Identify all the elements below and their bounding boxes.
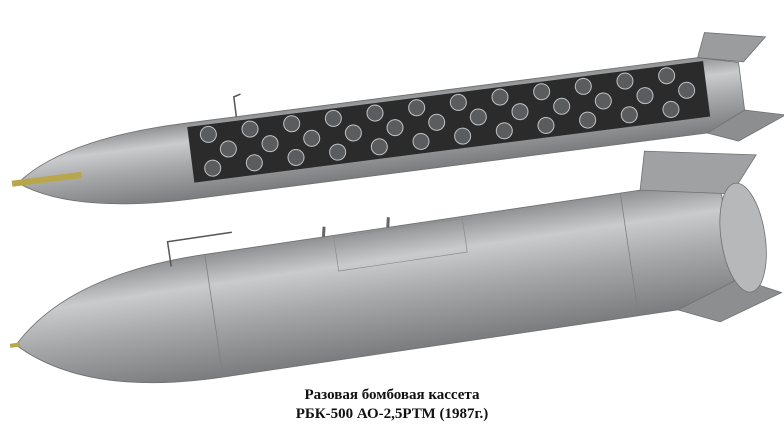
submunition <box>678 81 696 99</box>
submunition <box>386 119 404 137</box>
tail-fin <box>706 109 784 142</box>
bomb-body <box>15 186 736 384</box>
submunition <box>366 104 384 122</box>
cutaway-bomb <box>11 32 784 205</box>
submunition <box>219 140 237 158</box>
submunition <box>636 87 654 105</box>
submunition <box>329 143 347 161</box>
submunition <box>616 72 634 90</box>
submunition <box>199 125 217 143</box>
submunition <box>324 109 342 127</box>
caption-designation: РБК-500 АО-2,5РТМ (1987г.) <box>295 406 489 422</box>
body-seam <box>619 193 639 316</box>
submunition <box>241 120 259 138</box>
suspension-lug <box>166 231 232 267</box>
submunition <box>287 148 305 166</box>
submunition <box>283 115 301 133</box>
nose-fuze <box>11 171 82 187</box>
access-panel <box>333 218 468 272</box>
caption-title: Разовая бомбовая кассета <box>304 387 480 403</box>
submunition <box>553 97 571 115</box>
submunition <box>594 92 612 110</box>
complete-bomb <box>9 150 783 384</box>
submunition <box>303 129 321 147</box>
submunition <box>620 106 638 124</box>
submunition <box>495 122 513 140</box>
submunition <box>537 116 555 134</box>
submunition <box>408 99 426 117</box>
submunition <box>574 77 592 95</box>
body-seam <box>204 254 224 378</box>
submunition <box>428 113 446 131</box>
nose-fuze <box>9 342 21 348</box>
submunition <box>511 103 529 121</box>
submunition <box>491 88 509 106</box>
suspension-lug <box>322 217 390 237</box>
tail-ring <box>719 182 767 293</box>
submunition <box>261 135 279 153</box>
submunition <box>344 124 362 142</box>
submunition <box>533 83 551 101</box>
submunition <box>454 127 472 145</box>
tail-fin <box>639 150 757 195</box>
submunition <box>658 67 676 85</box>
submunition <box>204 159 222 177</box>
tail-fin <box>697 32 767 63</box>
submunition <box>469 108 487 126</box>
submunition <box>370 138 388 156</box>
submunition <box>245 154 263 172</box>
submunition <box>662 100 680 118</box>
submunitions <box>199 67 696 177</box>
submunition <box>412 132 430 150</box>
submunition <box>449 93 467 111</box>
suspension-lug <box>232 93 241 117</box>
submunition <box>579 111 597 129</box>
